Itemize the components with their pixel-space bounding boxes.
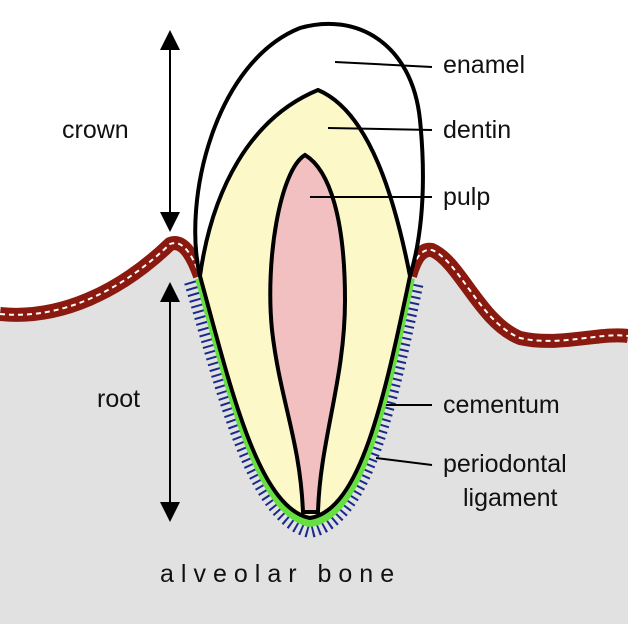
label-ligament: ligament: [463, 484, 558, 512]
periodontal-ligament: [184, 280, 424, 539]
label-enamel: enamel: [443, 51, 525, 79]
label-pulp: pulp: [443, 183, 490, 211]
dentin-leader: [327, 127, 433, 131]
label-cementum: cementum: [443, 391, 560, 419]
gum-texture: [0, 242, 628, 342]
label-dentin: dentin: [443, 116, 511, 144]
label-crown: crown: [62, 116, 129, 144]
label-periodontal: periodontal: [443, 450, 567, 478]
enamel-leader: [334, 61, 433, 68]
label-root: root: [97, 385, 140, 413]
ligament-leader: [375, 457, 433, 466]
pulp: [268, 152, 348, 514]
label-alveolar-bone: alveolar bone: [160, 560, 401, 588]
